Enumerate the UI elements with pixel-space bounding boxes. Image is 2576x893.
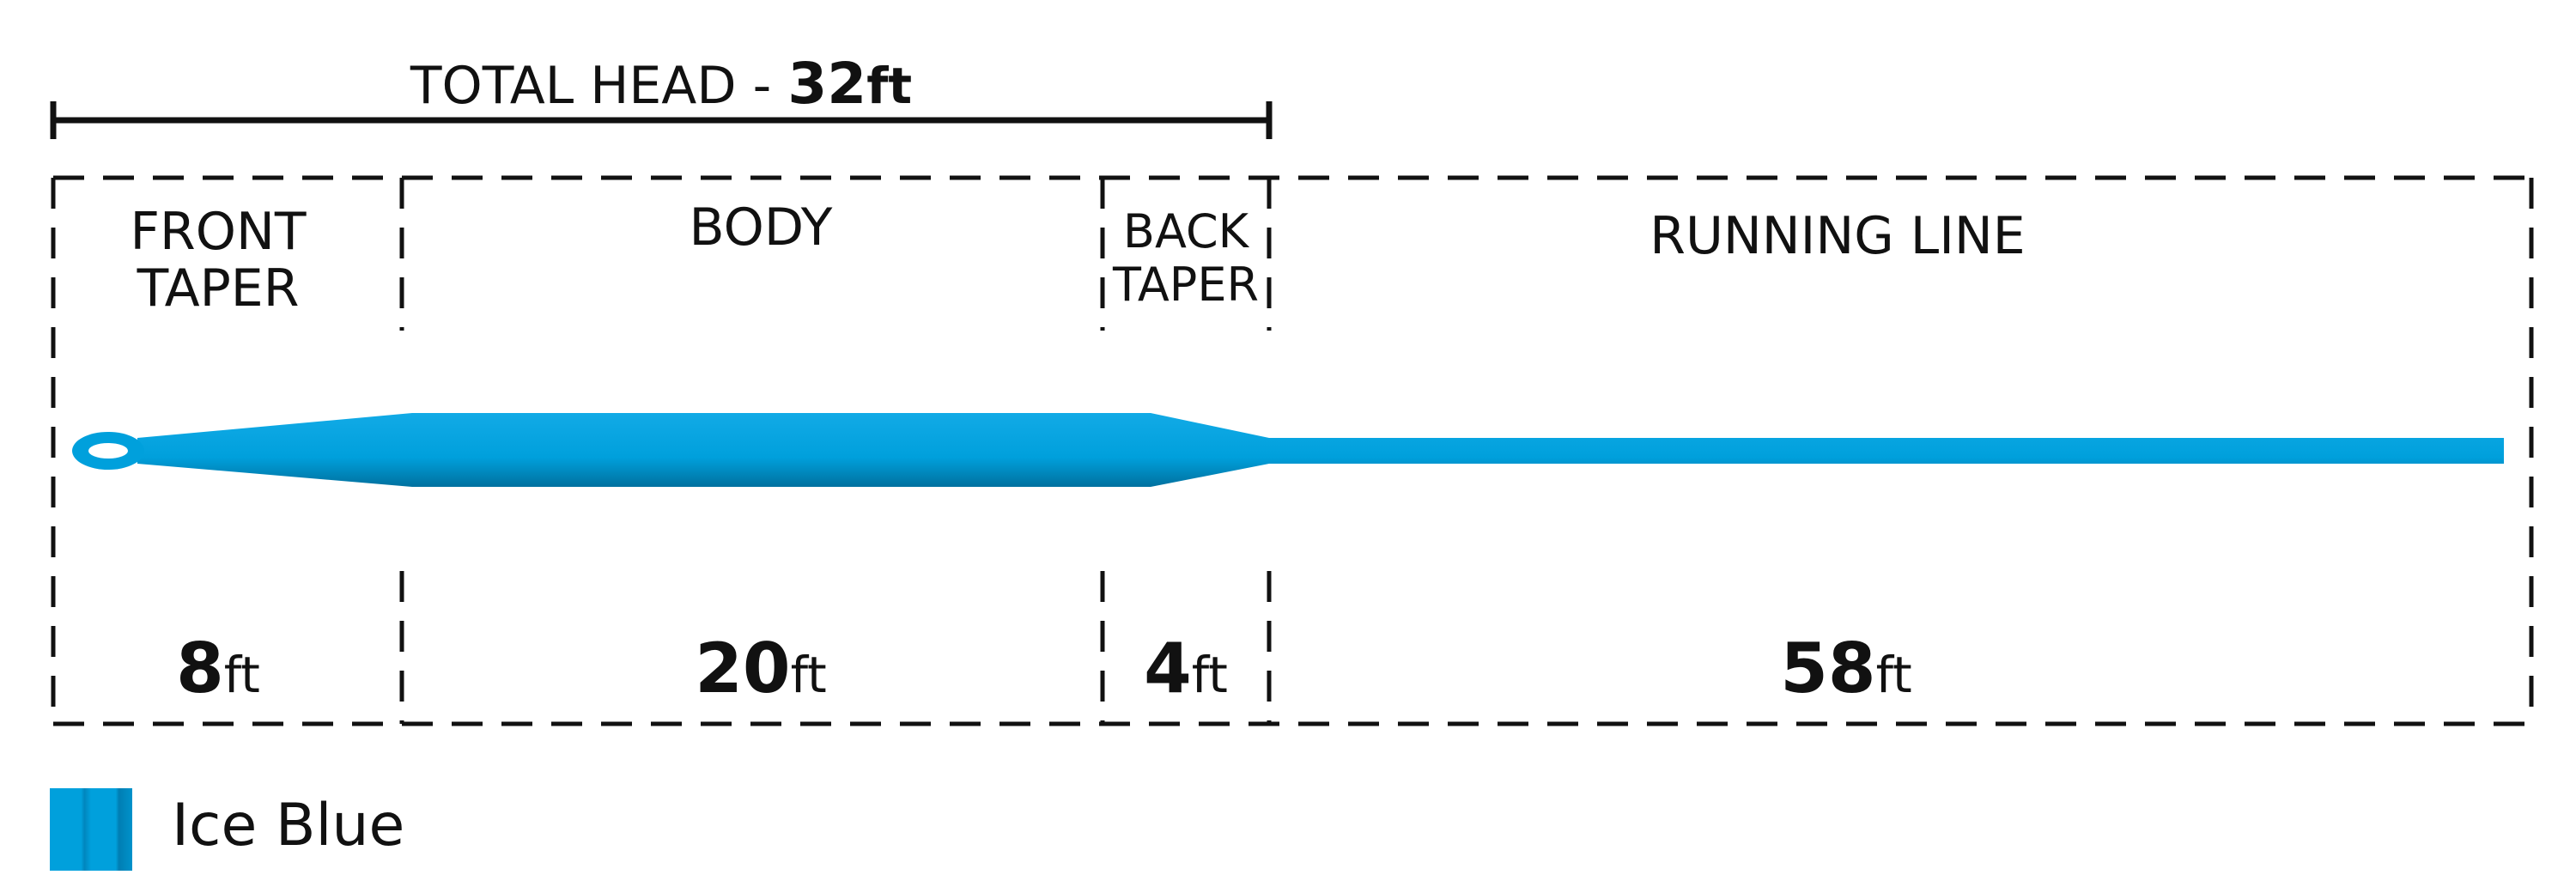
running-line-length: 58ft [1780,629,1911,708]
body-label: BODY [690,197,833,258]
running-line-label: RUNNING LINE [1649,206,2025,266]
back-taper-length: 4ft [1144,629,1228,708]
back-taper-label-line2: TAPER [1112,258,1259,312]
total-head-label: TOTAL HEAD - 32ft [410,51,912,117]
color-swatch-icon [50,788,132,871]
color-name-label: Ice Blue [172,792,404,860]
total-head-bracket [50,101,1273,139]
front-taper-label-line2: TAPER [137,258,300,319]
front-taper-length: 8ft [176,629,260,708]
body-length: 20ft [695,629,826,708]
section-dividers [399,178,1272,724]
fly-line-profile [72,413,2504,487]
front-taper-label-line1: FRONT [131,202,307,262]
back-taper-label-line1: BACK [1123,204,1250,258]
section-frame [51,175,2534,726]
